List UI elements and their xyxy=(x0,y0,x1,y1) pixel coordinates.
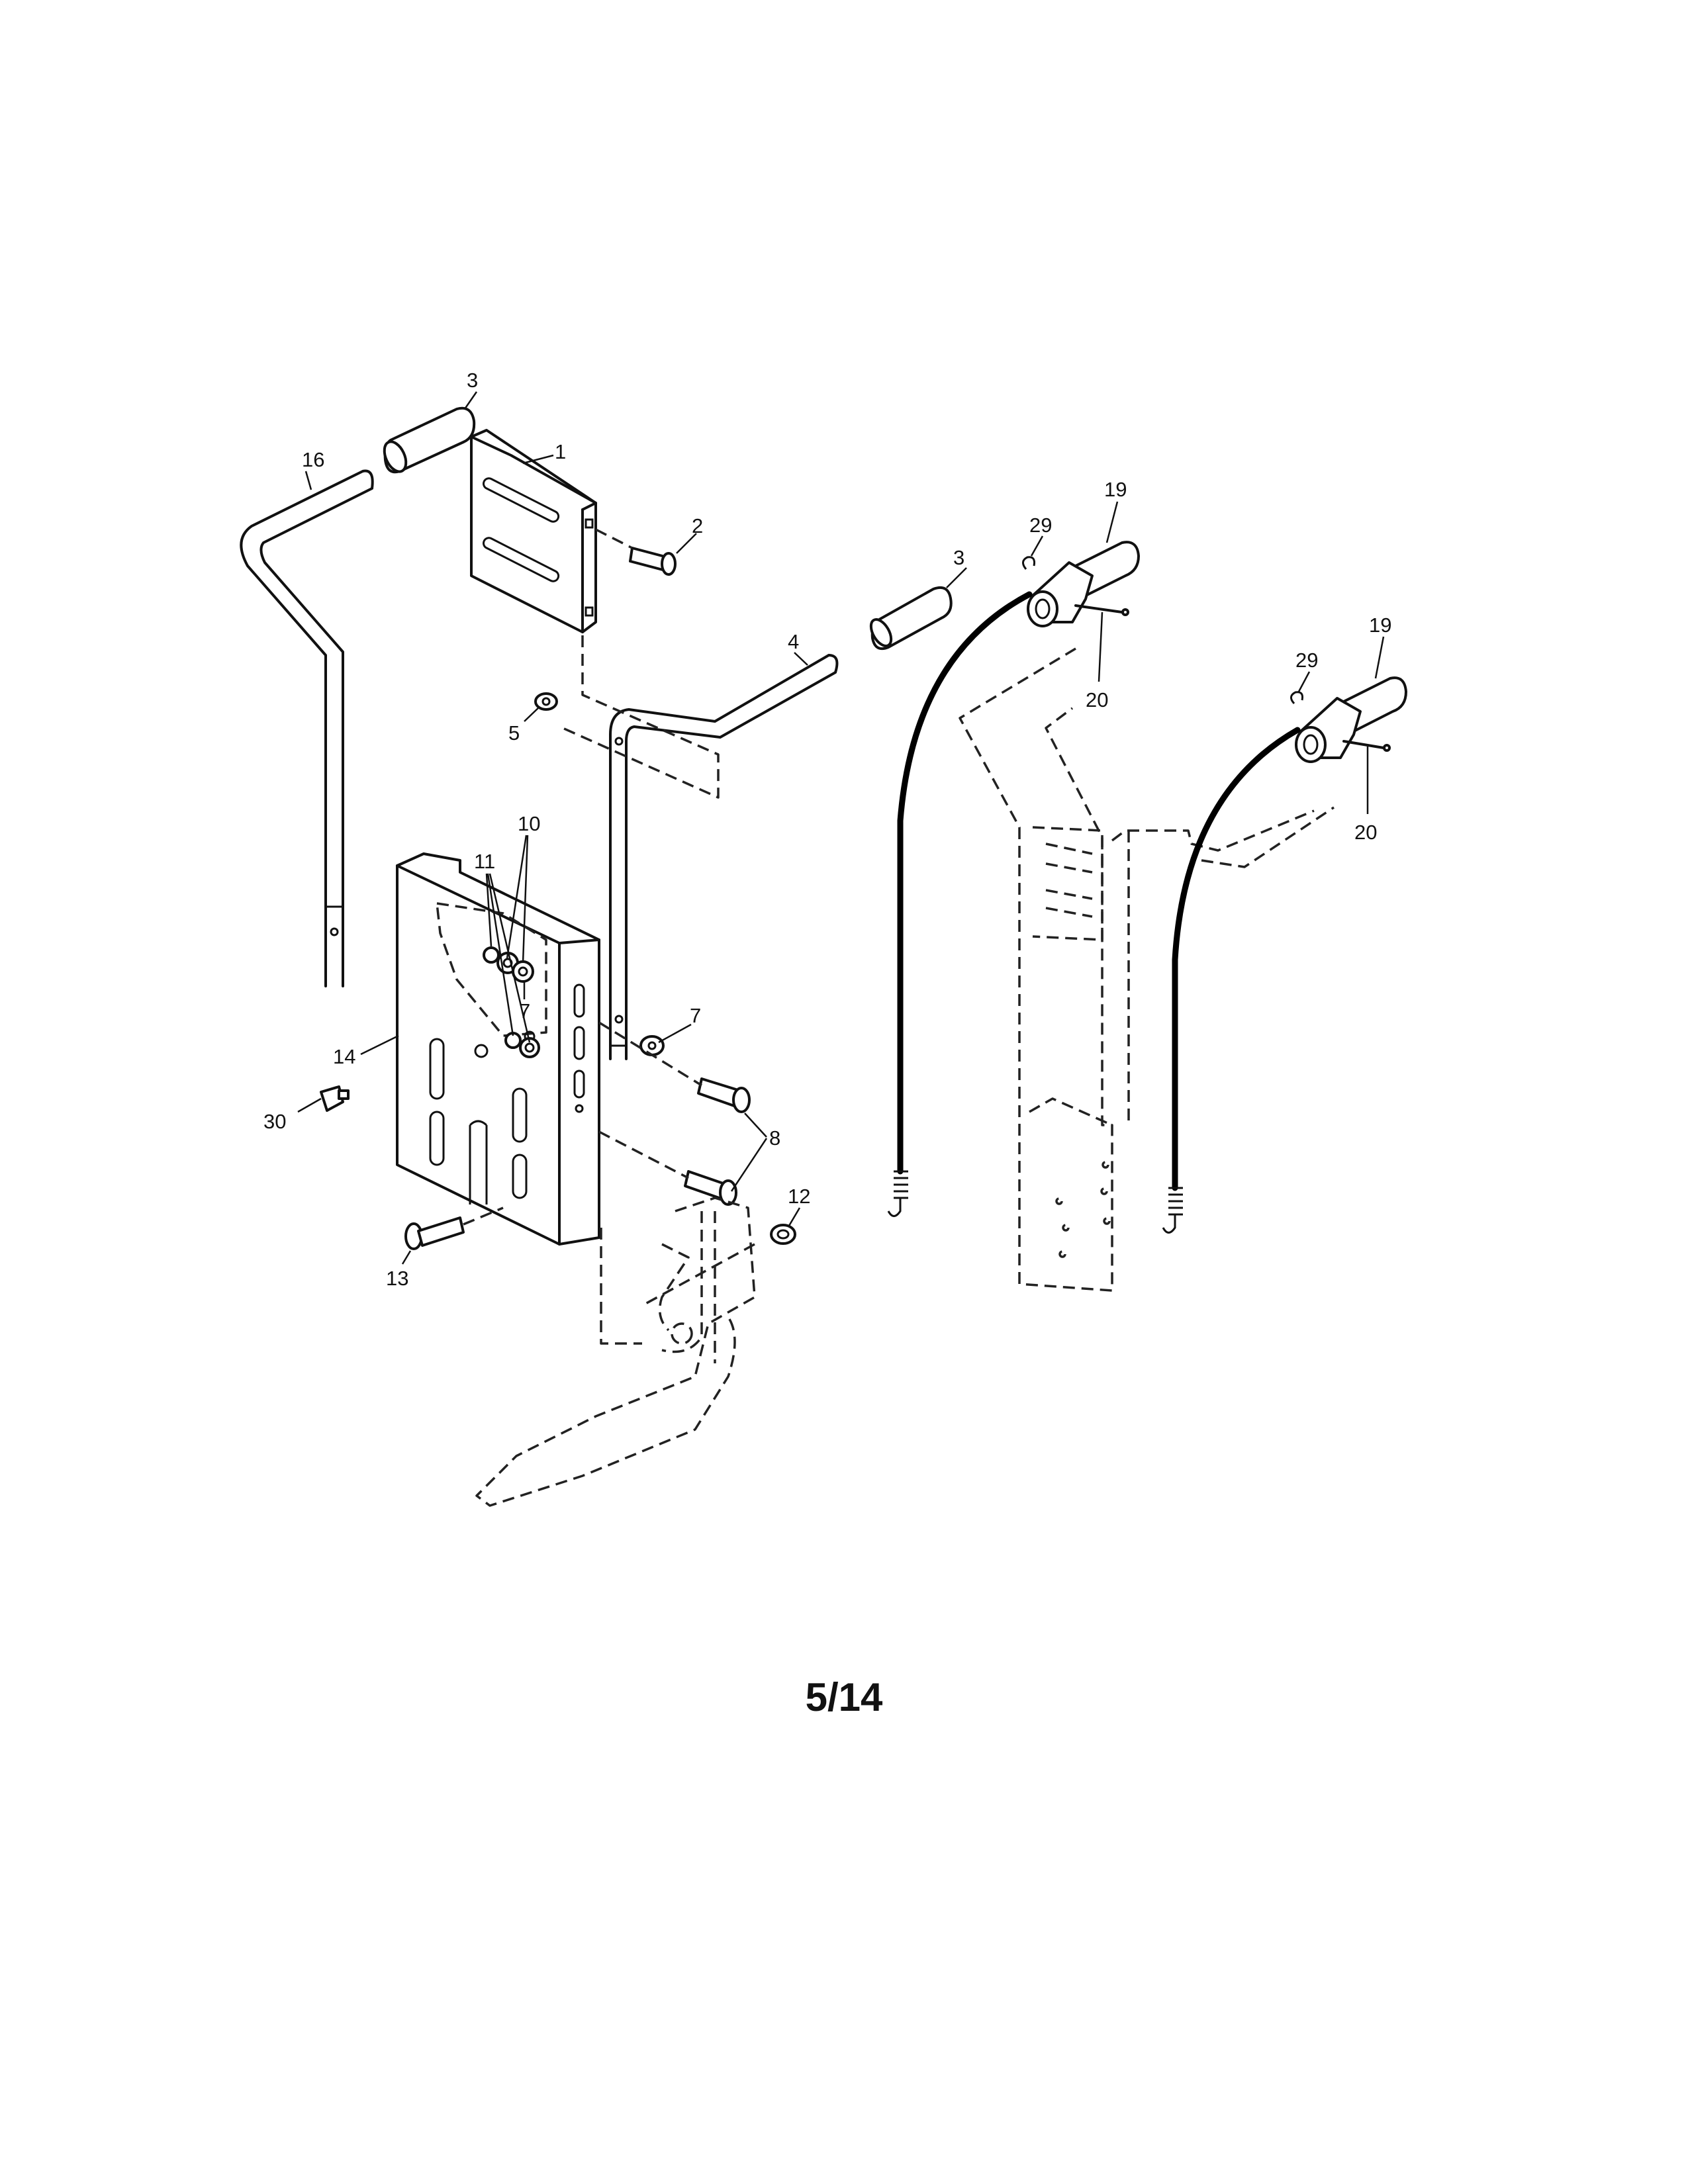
upper-cable-spring xyxy=(887,1170,908,1217)
callout-2: 2 xyxy=(692,514,703,537)
part-5-nut xyxy=(534,692,558,711)
leader-lines xyxy=(297,391,1385,1265)
callout-16: 16 xyxy=(302,448,324,471)
callout-8: 8 xyxy=(769,1126,780,1150)
callout-20-upper: 20 xyxy=(1086,688,1108,711)
part-16-left-handle xyxy=(240,469,374,987)
callout-12: 12 xyxy=(788,1185,810,1208)
part-4-right-handle xyxy=(609,654,839,1060)
callout-20-lower: 20 xyxy=(1354,821,1377,844)
callout-11: 11 xyxy=(474,850,495,873)
callout-7-plate: 7 xyxy=(519,999,530,1023)
callout-5: 5 xyxy=(508,721,520,745)
lower-cable-spring xyxy=(1162,1187,1183,1234)
callout-4: 4 xyxy=(788,630,799,653)
callout-19-lower: 19 xyxy=(1369,614,1391,637)
part-14-mounting-plate xyxy=(396,852,600,1246)
ghost-bracket-guide xyxy=(562,635,720,799)
part-3-grip-right xyxy=(869,586,953,651)
ghost-assembled-handle xyxy=(959,647,1335,1292)
part-8-bolts xyxy=(598,1021,751,1206)
part-19-lower-control-lever xyxy=(1290,676,1407,763)
upper-cable xyxy=(897,591,1033,1175)
callout-29-lower: 29 xyxy=(1295,649,1318,672)
ghost-lower-frame xyxy=(475,1197,756,1507)
callout-13: 13 xyxy=(386,1267,408,1290)
callout-3-upper: 3 xyxy=(467,369,478,392)
callout-7-right: 7 xyxy=(690,1004,701,1027)
callout-30: 30 xyxy=(263,1110,286,1133)
callouts: 1 2 3 3 4 5 7 7 8 10 11 12 13 14 16 19 1… xyxy=(263,369,1391,1290)
part-13-bolt xyxy=(404,1206,504,1250)
part-7-washer xyxy=(639,1035,665,1056)
callout-10: 10 xyxy=(518,812,540,835)
part-3-grip-upper xyxy=(383,406,476,474)
part-30-clip xyxy=(320,1085,350,1112)
callout-19-upper: 19 xyxy=(1104,478,1127,501)
callout-3-right: 3 xyxy=(953,546,964,569)
lower-cable xyxy=(1172,727,1301,1191)
callout-29-upper: 29 xyxy=(1029,514,1052,537)
callout-1: 1 xyxy=(555,440,566,463)
callout-14: 14 xyxy=(333,1045,355,1068)
page-number: 5/14 xyxy=(805,1675,883,1719)
part-12-nut xyxy=(770,1224,796,1245)
part-1-upper-bracket xyxy=(470,429,597,633)
part-19-upper-control-lever xyxy=(1022,541,1140,627)
part-2-bolt xyxy=(595,528,677,576)
